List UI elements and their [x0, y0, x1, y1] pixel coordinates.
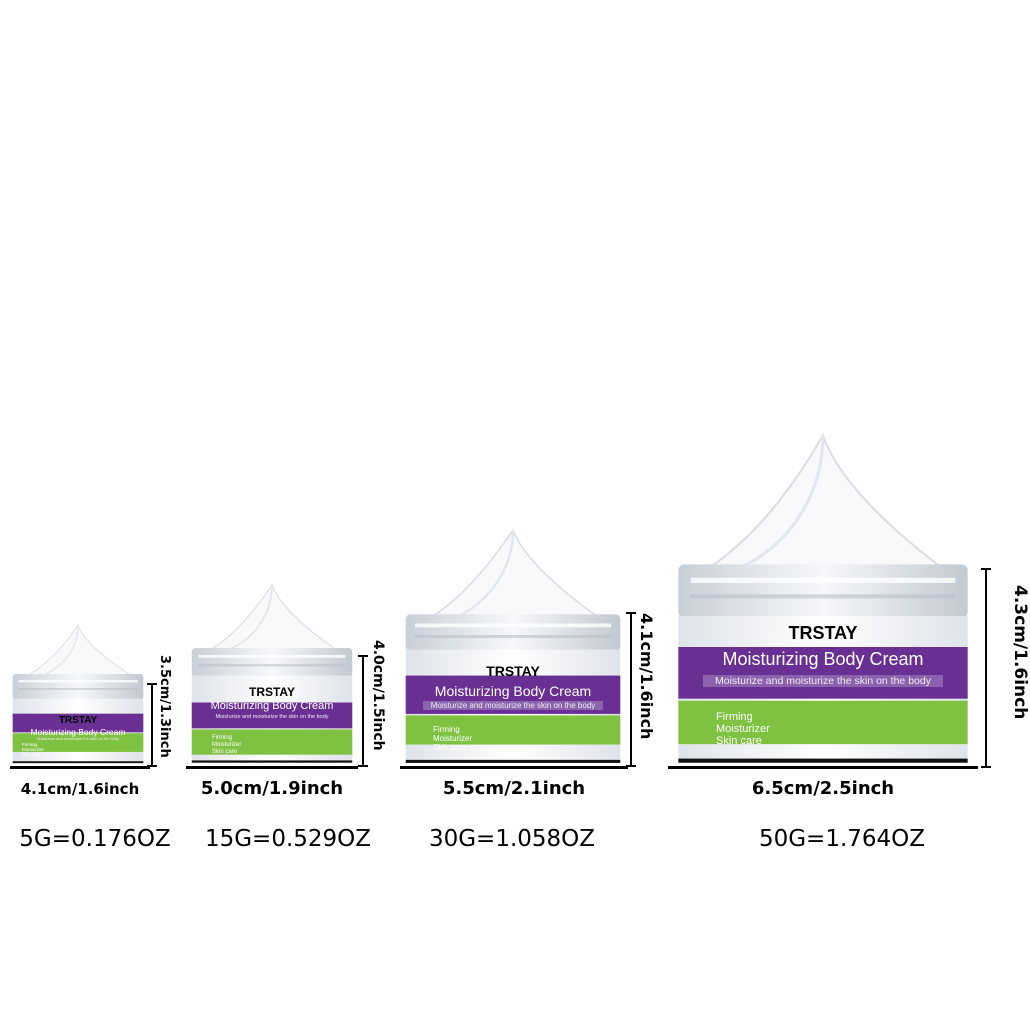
jar-50g-product-name: Moisturizing Body Cream — [722, 649, 924, 669]
height-line-50g — [981, 568, 991, 768]
jar-50g-benefit-2: Moisturizer — [716, 723, 770, 735]
jar-15g-tagline: Moisturize and moisturize the skin on th… — [215, 714, 329, 720]
jar-50g-benefit-3: Skin care — [716, 735, 762, 747]
weight-label-50g: 50G=1.764OZ — [758, 826, 926, 852]
height-line-5g — [147, 683, 157, 767]
jar-15g-benefit-1: Firming — [212, 735, 233, 741]
height-line-30g — [626, 612, 636, 767]
jar-15g-product-name: Moisturizing Body Cream — [210, 700, 334, 712]
width-line-50g — [668, 766, 978, 769]
jar-15g — [186, 583, 358, 765]
jar-30g-benefit-2: Moisturizer — [433, 734, 473, 743]
width-label-50g: 6.5cm/2.5inch — [751, 778, 895, 799]
jar-30g-product-name: Moisturizing Body Cream — [434, 683, 592, 699]
jar-15g-illustration — [191, 583, 353, 763]
jar-5g — [8, 623, 148, 765]
jar-30g-brand: TRSTAY — [486, 663, 540, 679]
jar-50g-illustration — [678, 432, 968, 763]
width-label-15g: 5.0cm/1.9inch — [200, 778, 344, 799]
weight-label-5g: 5G=0.176OZ — [19, 826, 171, 852]
jar-5g-tagline: Moisturize and moisturize the skin on th… — [36, 736, 120, 741]
jar-5g-benefit-3: Skin care — [22, 752, 41, 757]
jar-5g-illustration — [12, 623, 144, 764]
width-label-30g: 5.5cm/2.1inch — [442, 778, 586, 799]
width-label-5g: 4.1cm/1.6inch — [20, 780, 140, 798]
jar-5g-benefit-1: Firming — [22, 742, 38, 747]
height-label-50g: 4.3cm/1.6inch — [1010, 585, 1030, 720]
jar-15g-brand: TRSTAY — [248, 685, 295, 699]
jar-50g-brand: TRSTAY — [788, 623, 858, 643]
jar-50g-tagline: Moisturize and moisturize the skin on th… — [703, 675, 943, 687]
width-line-15g — [186, 766, 358, 769]
jar-5g-benefit-2: Moisturizer — [22, 747, 45, 752]
height-label-30g: 4.1cm/1.6inch — [637, 613, 656, 740]
jar-50g — [668, 432, 978, 766]
jar-30g-tagline: Moisturize and moisturize the skin on th… — [423, 701, 603, 710]
jar-30g-benefit-1: Firming — [433, 725, 460, 734]
height-label-5g: 3.5cm/1.3inch — [157, 655, 172, 758]
jar-5g-brand: TRSTAY — [58, 715, 98, 726]
weight-label-30g: 30G=1.058OZ — [428, 826, 596, 852]
jar-30g-benefit-3: Skin care — [433, 743, 467, 752]
height-label-15g: 4.0cm/1.5inch — [370, 640, 386, 751]
height-line-15g — [358, 655, 368, 767]
jar-15g-benefit-2: Moisturizer — [212, 742, 242, 748]
jar-50g-benefit-1: Firming — [716, 711, 753, 723]
jar-5g-product-name: Moisturizing Body Cream — [30, 727, 126, 737]
weight-label-15g: 15G=0.529OZ — [204, 826, 372, 852]
width-line-30g — [400, 766, 628, 769]
width-line-5g — [10, 766, 150, 769]
jar-15g-benefit-3: Skin care — [212, 749, 238, 755]
